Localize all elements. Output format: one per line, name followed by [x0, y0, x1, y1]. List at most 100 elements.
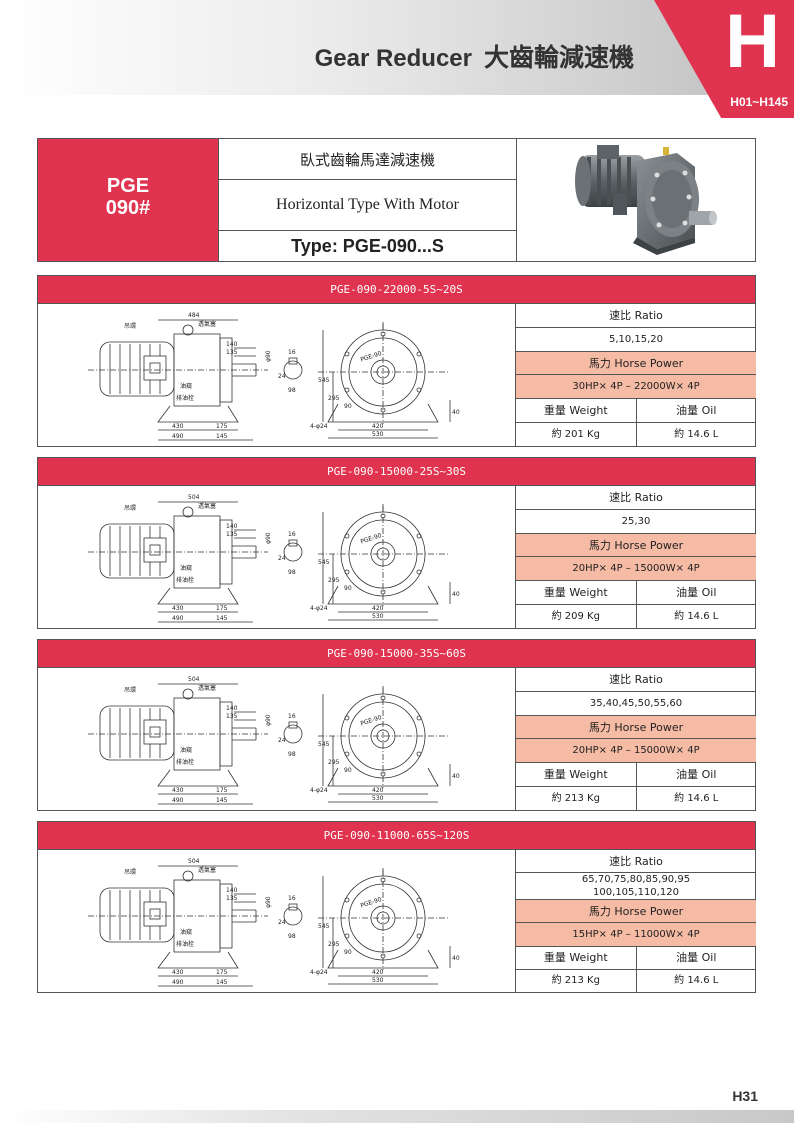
ratio-value: 35,40,45,50,55,60	[589, 697, 683, 709]
dim-length: 504	[188, 494, 200, 501]
dim-135: 135	[226, 349, 238, 356]
dim-shaft: φ90	[265, 896, 272, 908]
dim-40: 40	[452, 591, 460, 598]
dim-430: 430	[172, 605, 184, 612]
hp-label: 馬力 Horse Power	[588, 356, 684, 370]
dim-90: 90	[344, 767, 352, 774]
model-line2: 090#	[105, 197, 151, 219]
dim-length: 504	[188, 858, 200, 865]
dim-24: 24	[278, 373, 286, 380]
dim-545: 545	[318, 741, 330, 748]
section-letter: H	[725, 0, 780, 84]
dimension-drawing: 504 140 135 φ90 16 24 98 545 295 90 40 4…	[88, 494, 460, 623]
dim-length: 504	[188, 676, 200, 683]
product-photo	[516, 139, 755, 261]
weight-oil-label-row: 重量 Weight 油量 Oil	[516, 399, 756, 424]
drawing-area: 504 140 135 φ90 16 24 98 545 295 90 40 4…	[38, 850, 516, 992]
spec-title: PGE-090-11000-65S~120S	[38, 822, 755, 850]
dim-145: 145	[216, 979, 228, 986]
dim-40: 40	[452, 409, 460, 416]
dim-90: 90	[344, 585, 352, 592]
hp-value: 15HP× 4P – 11000W× 4P	[572, 929, 700, 940]
hp-label-row: 馬力 Horse Power	[516, 715, 756, 740]
model-badge: PGE 090#	[38, 139, 218, 261]
model-line1: PGE	[106, 175, 150, 197]
dim-135: 135	[226, 713, 238, 720]
ratio-value-row: 5,10,15,20	[516, 328, 756, 352]
dim-175: 175	[216, 787, 228, 794]
dim-490: 490	[172, 433, 184, 440]
weight-oil-label-row: 重量 Weight 油量 Oil	[516, 581, 756, 606]
label-flange: PGE-90	[360, 350, 383, 363]
label-oil-gauge: 油窺	[180, 746, 192, 754]
hp-value-row: 15HP× 4P – 11000W× 4P	[516, 923, 756, 947]
drawing-area: 504 140 135 φ90 16 24 98 545 295 90 40 4…	[38, 486, 516, 628]
label-bolt: 4-φ24	[310, 423, 328, 430]
weight-label: 重量 Weight	[543, 768, 608, 782]
hp-value-row: 20HP× 4P – 15000W× 4P	[516, 557, 756, 582]
label-hook: 吊環	[124, 687, 136, 694]
label-oil-gauge: 油窺	[180, 382, 192, 390]
dim-545: 545	[318, 377, 330, 384]
title-cn: 大齒輪減速機	[483, 43, 634, 72]
spec-block: PGE-090-15000-25S~30S	[37, 457, 756, 629]
dim-40: 40	[452, 773, 460, 780]
ratio-label-row: 速比 Ratio	[516, 486, 756, 510]
dim-key: 16	[288, 349, 296, 356]
dim-295: 295	[328, 759, 340, 766]
ratio-value-line1: 65,70,75,80,85,90,95	[581, 874, 691, 886]
footer-band	[0, 1110, 794, 1123]
oil-value: 約 14.6 L	[635, 605, 757, 628]
dim-430: 430	[172, 423, 184, 430]
ratio-value: 25,30	[621, 515, 651, 527]
ratio-value-row: 35,40,45,50,55,60	[516, 692, 756, 716]
dim-420: 420	[372, 605, 384, 612]
dim-98: 98	[288, 933, 296, 940]
spec-table: 速比 Ratio 35,40,45,50,55,60 馬力 Horse Powe…	[516, 668, 756, 810]
dim-420: 420	[372, 423, 384, 430]
dim-295: 295	[328, 395, 340, 402]
weight-value: 約 213 Kg	[551, 975, 600, 987]
dim-key: 16	[288, 713, 296, 720]
weight-label: 重量 Weight	[543, 951, 608, 965]
dim-140: 140	[226, 523, 238, 530]
dim-175: 175	[216, 423, 228, 430]
dim-490: 490	[172, 797, 184, 804]
weight-oil-value-row: 約 213 Kg 約 14.6 L	[516, 787, 756, 810]
label-drain-plug: 排油栓	[176, 940, 194, 948]
weight-value: 約 213 Kg	[551, 793, 600, 805]
dim-shaft: φ90	[265, 532, 272, 544]
product-name-en: Horizontal Type With Motor	[218, 180, 516, 231]
dim-98: 98	[288, 751, 296, 758]
label-drain-plug: 排油栓	[176, 394, 194, 402]
oil-value: 約 14.6 L	[635, 787, 757, 810]
label-bolt: 4-φ24	[310, 969, 328, 976]
dim-175: 175	[216, 605, 228, 612]
dim-98: 98	[288, 569, 296, 576]
spec-title: PGE-090-15000-25S~30S	[38, 458, 755, 486]
dim-420: 420	[372, 787, 384, 794]
spec-title: PGE-090-15000-35S~60S	[38, 640, 755, 668]
dim-key: 16	[288, 531, 296, 538]
weight-value: 約 209 Kg	[551, 611, 600, 623]
dim-40: 40	[452, 955, 460, 962]
label-hook: 吊環	[124, 869, 136, 876]
dim-145: 145	[216, 433, 228, 440]
label-flange: PGE-90	[360, 714, 383, 727]
dim-98: 98	[288, 387, 296, 394]
spec-body: 484 140 135 φ90 16 24 98 545 295 90 40 4…	[38, 304, 757, 446]
hp-label: 馬力 Horse Power	[588, 904, 684, 918]
ratio-label: 速比 Ratio	[609, 672, 663, 686]
dim-140: 140	[226, 341, 238, 348]
dim-90: 90	[344, 403, 352, 410]
oil-value: 約 14.6 L	[635, 423, 757, 446]
label-breather: 透氣塞	[198, 320, 216, 328]
hp-label-row: 馬力 Horse Power	[516, 900, 756, 924]
dim-key: 16	[288, 895, 296, 902]
spec-table: 速比 Ratio 25,30 馬力 Horse Power 20HP× 4P –…	[516, 486, 756, 628]
ratio-label-row: 速比 Ratio	[516, 668, 756, 692]
hp-value-row: 30HP× 4P – 22000W× 4P	[516, 375, 756, 400]
ratio-label: 速比 Ratio	[609, 490, 663, 504]
dim-24: 24	[278, 737, 286, 744]
